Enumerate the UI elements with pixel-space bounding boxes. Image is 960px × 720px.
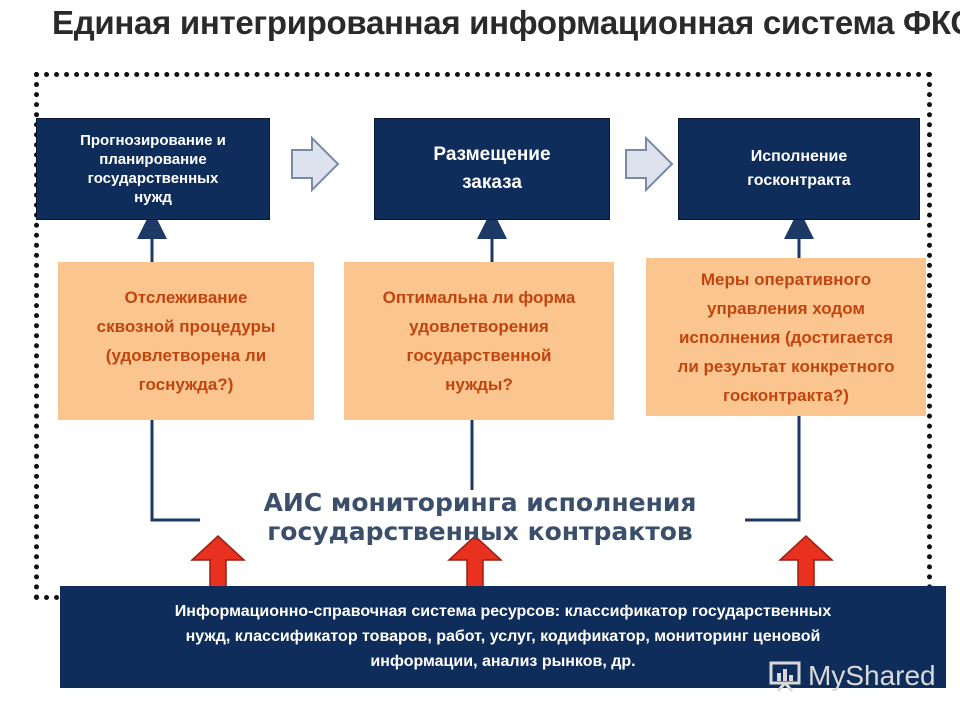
red-arrow-2 [447, 534, 503, 591]
connector-right [745, 416, 801, 522]
watermark: MyShared [768, 656, 936, 696]
watermark-text: MyShared [808, 660, 936, 691]
stage-contract-execution-box: Исполнение госконтракта [678, 118, 920, 220]
question-tracking-box: Отслеживание сквозной процедуры (удовлет… [58, 262, 314, 420]
red-arrow-1 [190, 534, 246, 591]
question-management-measures-box: Меры оперативного управления ходом испол… [646, 258, 926, 416]
connector-left [150, 420, 200, 522]
stage-order-placement-box: Размещение заказа [374, 118, 610, 220]
red-arrow-3 [778, 534, 834, 591]
aic-line-2: государственных контрактов [267, 517, 693, 546]
page-title: Единая интегрированная информационная си… [52, 4, 960, 41]
question-optimal-form-box: Оптимальна ли форма удовлетворения госуд… [344, 262, 614, 420]
chevron-arrow-2 [625, 135, 674, 193]
presentation-icon [769, 661, 801, 692]
stage-planning-box: Прогнозирование и планирование государст… [36, 118, 270, 220]
aic-monitoring-label: АИС мониторинга исполнения государственн… [230, 488, 730, 546]
aic-line-1: АИС мониторинга исполнения [263, 488, 697, 517]
chevron-arrow-1 [291, 135, 340, 193]
